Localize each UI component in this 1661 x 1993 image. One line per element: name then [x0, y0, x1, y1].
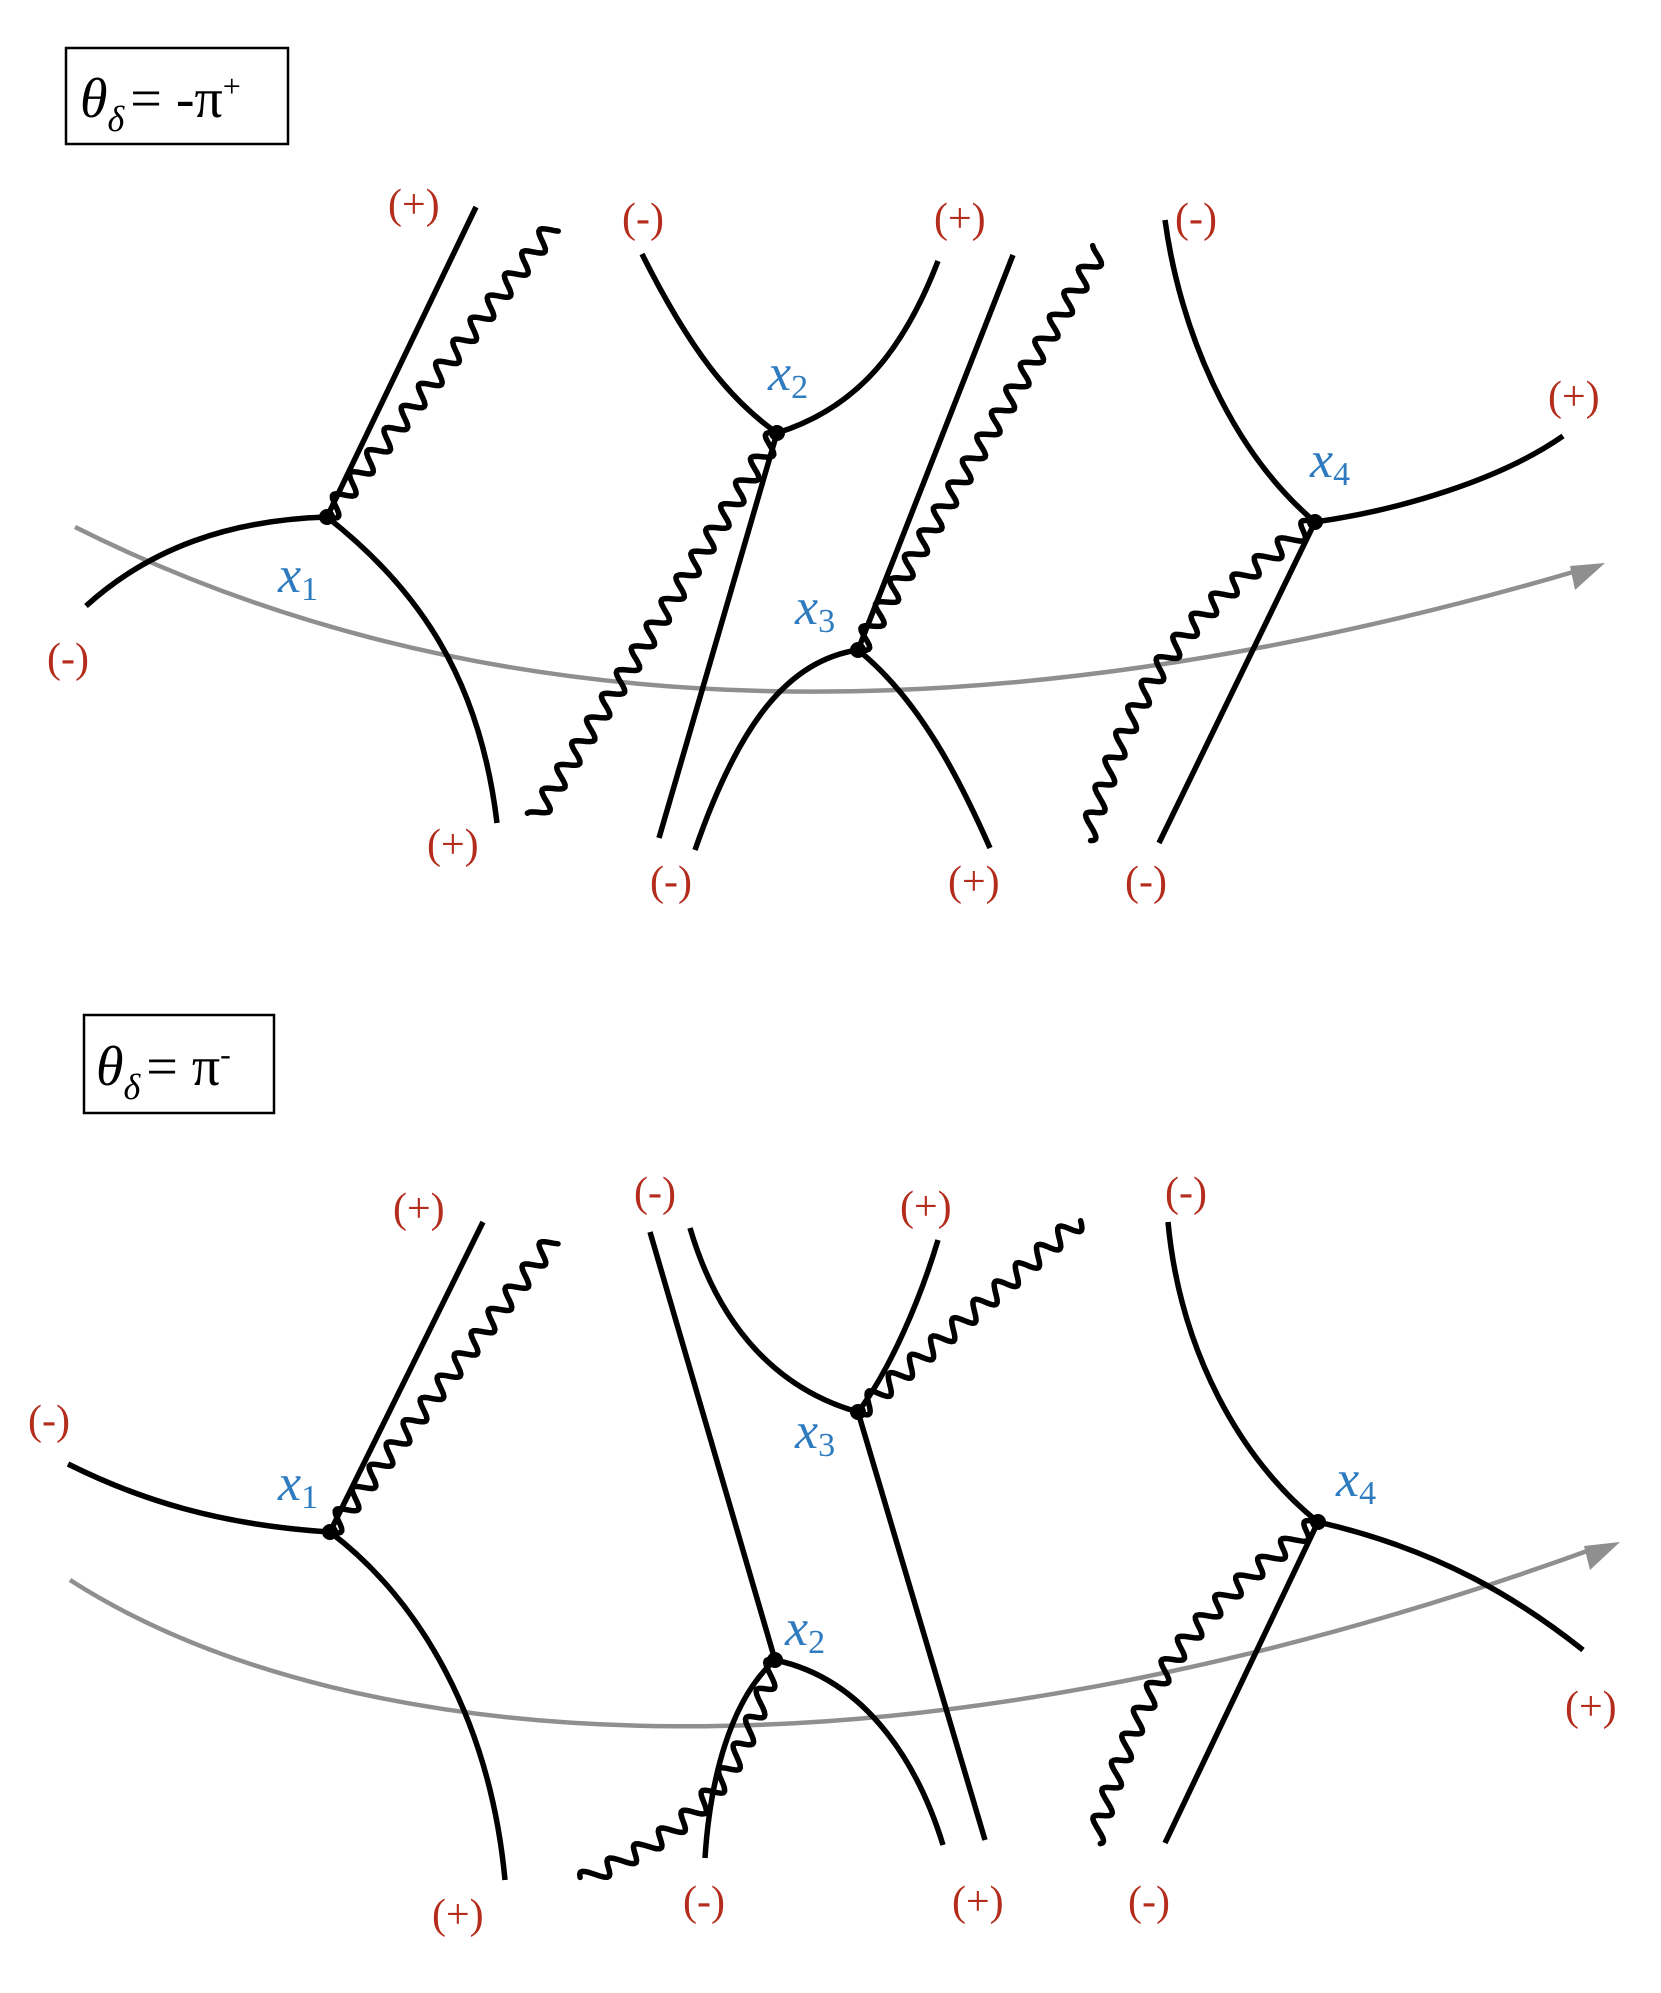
svg-text:x2: x2 [767, 345, 808, 406]
sign-label: (+) [393, 1186, 445, 1232]
photon-line [855, 1217, 1085, 1418]
vertex-label-x4: x4 [1335, 1451, 1376, 1512]
vertex-dot [322, 1524, 338, 1540]
theta-symbol: θ [96, 1036, 124, 1098]
sign-label: (+) [952, 1879, 1004, 1925]
sign-label: (-) [28, 1398, 70, 1444]
fermion-line [687, 1227, 859, 1415]
vertex-dot [319, 509, 335, 525]
fermion-line [1165, 1221, 1320, 1525]
title-superscript: + [223, 68, 241, 104]
fermion-line [856, 647, 993, 850]
panel-1: θδ= -π+ x1 x2 [47, 46, 1605, 905]
sign-label: (-) [634, 1170, 676, 1216]
fermion-line [855, 1411, 988, 1841]
photon-line [324, 225, 561, 521]
fermion-line [1162, 1520, 1321, 1845]
fermion-line [702, 1657, 777, 1859]
sign-label: (-) [1128, 1879, 1170, 1925]
sign-label: (-) [1165, 1170, 1207, 1216]
vertex-label-x1: x1 [277, 1455, 318, 1516]
sign-label: (-) [683, 1879, 725, 1925]
sign-label: (+) [934, 196, 986, 242]
sign-label: (+) [1548, 374, 1600, 420]
vertex-dot [850, 642, 866, 658]
vertex-label-x1: x1 [277, 547, 318, 608]
fermion-line [324, 205, 479, 519]
photon-line [576, 1656, 778, 1881]
svg-text:x1: x1 [277, 547, 318, 608]
fermion-line [84, 514, 328, 609]
flow-arrowhead [1570, 563, 1605, 590]
delta-subscript: δ [124, 1067, 142, 1107]
vertex-dot [850, 1404, 866, 1420]
vertex-dot [767, 1652, 783, 1668]
svg-text:x3: x3 [794, 1403, 835, 1464]
svg-text:x4: x4 [1335, 1451, 1376, 1512]
fermion-line [325, 514, 500, 824]
svg-text:x3: x3 [794, 579, 835, 640]
fermion-line [1156, 520, 1318, 845]
sign-label: (-) [47, 636, 89, 682]
panel-2-title-text: θδ= π- [96, 1036, 231, 1107]
panel-1-title-box [64, 46, 290, 146]
vertex-dot [1307, 514, 1323, 530]
flow-arrowhead [1584, 1542, 1620, 1570]
vertex-label-x3: x3 [794, 1403, 835, 1464]
fermion-line [1314, 433, 1565, 525]
fermion-line [639, 252, 779, 436]
sign-label: (+) [1565, 1684, 1617, 1730]
panel-1-title: θδ= -π+ [64, 46, 290, 146]
svg-text:x2: x2 [784, 1600, 825, 1661]
fermion-line [647, 1231, 778, 1661]
title-superscript: - [220, 1036, 231, 1072]
sign-label: (-) [1175, 196, 1217, 242]
vertex-dot [1310, 1514, 1326, 1530]
fermion-line [855, 253, 1016, 652]
fermion-line [692, 647, 859, 851]
vertex-label-x2: x2 [784, 1600, 825, 1661]
photon-line [1090, 1517, 1321, 1847]
theta-symbol: θ [80, 68, 108, 130]
sign-label: (-) [650, 859, 692, 905]
vertex-dot [769, 425, 785, 441]
vertex-label-x4: x4 [1309, 432, 1350, 493]
svg-text:x4: x4 [1309, 432, 1350, 493]
sign-label: (-) [622, 196, 664, 242]
svg-text:x1: x1 [277, 1455, 318, 1516]
panel-2-title: θδ= π- [82, 1013, 276, 1115]
panel-2: θδ= π- x1 x2 [28, 1013, 1620, 1938]
vertex-label-x2: x2 [767, 345, 808, 406]
photon-line [524, 429, 780, 816]
panel-1-title-text: θδ= -π+ [80, 68, 241, 139]
sign-label: (+) [432, 1892, 484, 1938]
panel-2-title-box [82, 1013, 276, 1115]
photon-line [1082, 517, 1318, 844]
fermion-line [776, 260, 941, 436]
fermion-line [66, 1461, 331, 1535]
flow-arrow [68, 1547, 1591, 1729]
delta-subscript: δ [108, 99, 126, 139]
title-rhs: = π [146, 1036, 220, 1098]
fermion-line [774, 1657, 946, 1846]
sign-label: (+) [388, 182, 440, 228]
sign-label: (+) [900, 1184, 952, 1230]
title-rhs: = -π [130, 68, 223, 130]
vertex-label-x3: x3 [794, 579, 835, 640]
fermion-line [1162, 219, 1317, 525]
sign-label: (+) [948, 859, 1000, 905]
fermion-line [328, 1529, 508, 1881]
sign-label: (+) [427, 822, 479, 868]
sign-label: (-) [1125, 859, 1167, 905]
photon-line [855, 242, 1105, 654]
photon-line [327, 1238, 561, 1536]
fermion-line [327, 1220, 486, 1534]
fermion-line [1317, 1519, 1585, 1653]
fermion-line [855, 1239, 941, 1414]
fermion-line [656, 432, 780, 839]
